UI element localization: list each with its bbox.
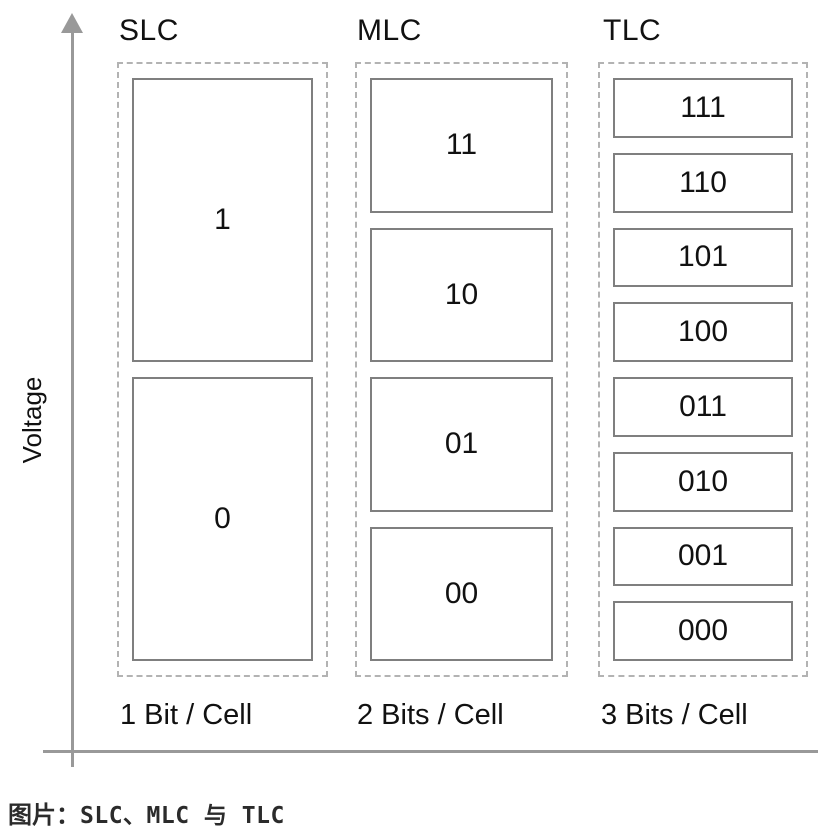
cell-tlc-110: 110 xyxy=(613,152,793,213)
figure-caption-prefix: 图片： xyxy=(8,802,80,829)
cell-mlc-11: 11 xyxy=(370,78,553,213)
column-title-slc: SLC xyxy=(119,14,179,47)
figure-caption-text: SLC、MLC 与 TLC xyxy=(80,803,285,829)
y-axis-arrowhead-icon xyxy=(61,13,83,33)
x-axis-line xyxy=(43,750,818,753)
cell-slc-0: 0 xyxy=(132,377,313,661)
cell-mlc-00: 00 xyxy=(370,526,553,661)
cell-tlc-010: 010 xyxy=(613,451,793,512)
column-title-tlc: TLC xyxy=(603,14,662,47)
column-mlc-container: 11 10 01 00 xyxy=(355,62,568,677)
cell-tlc-001: 001 xyxy=(613,526,793,587)
column-caption-tlc: 3 Bits / Cell xyxy=(601,699,748,731)
column-title-mlc: MLC xyxy=(357,14,422,47)
cell-tlc-111: 111 xyxy=(613,78,793,138)
cell-tlc-000: 000 xyxy=(613,601,793,661)
cell-mlc-01: 01 xyxy=(370,377,553,512)
y-axis-line xyxy=(71,30,74,767)
figure-caption: 图片：SLC、MLC 与 TLC xyxy=(8,795,285,830)
column-tlc-container: 111 110 101 100 011 010 001 000 xyxy=(598,62,808,677)
column-slc-container: 1 0 xyxy=(117,62,328,677)
y-axis-label: Voltage xyxy=(17,376,47,464)
column-caption-mlc: 2 Bits / Cell xyxy=(357,699,504,731)
column-caption-slc: 1 Bit / Cell xyxy=(120,699,253,731)
cell-tlc-101: 101 xyxy=(613,227,793,288)
cell-tlc-011: 011 xyxy=(613,377,793,437)
cell-tlc-100: 100 xyxy=(613,302,793,362)
cell-slc-1: 1 xyxy=(132,78,313,362)
cell-mlc-10: 10 xyxy=(370,227,553,362)
